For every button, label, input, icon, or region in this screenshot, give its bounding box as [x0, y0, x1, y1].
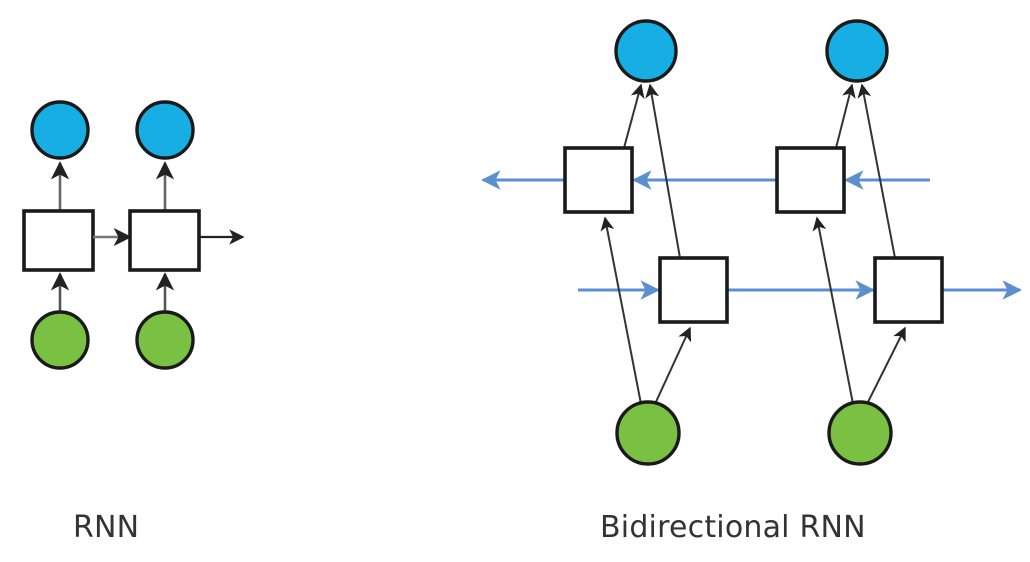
bidirectional-rnn-caption: Bidirectional RNN: [600, 510, 866, 545]
backward-cell-to-output-arrow: [623, 83, 645, 149]
birnn-timestep-1-connections: [812, 83, 906, 405]
output-node: [135, 100, 195, 160]
output-node: [30, 100, 90, 160]
hidden-cell: [128, 209, 201, 272]
forward-hidden-cell: [873, 256, 944, 324]
output-node: [614, 19, 678, 83]
rnn-caption: RNN: [73, 510, 139, 545]
input-node: [827, 400, 893, 466]
input-to-backward-cell-arrow: [812, 216, 854, 405]
birnn-timestep-1: [775, 19, 944, 466]
backward-hidden-cell: [775, 146, 846, 214]
birnn-timestep-0: [563, 19, 729, 466]
input-to-forward-cell-arrow: [654, 326, 692, 405]
hidden-cell: [22, 209, 95, 272]
bidirectional-rnn-diagram: Bidirectional RNN: [481, 19, 1022, 545]
forward-hidden-cell: [658, 256, 729, 324]
rnn-timestep-0: [22, 100, 95, 370]
backward-cell-to-output-arrow: [835, 83, 856, 149]
input-node: [30, 310, 90, 370]
input-to-forward-cell-arrow: [866, 326, 906, 405]
forward-cell-to-output-arrow: [857, 83, 896, 259]
birnn-timestep-0-connections: [600, 83, 692, 405]
input-node: [135, 310, 195, 370]
rnn-diagram: RNN: [22, 100, 245, 545]
forward-cell-to-output-arrow: [645, 83, 681, 259]
backward-hidden-cell: [563, 146, 634, 214]
rnn-timestep-1: [128, 100, 201, 370]
output-node: [825, 19, 889, 83]
input-to-backward-cell-arrow: [600, 216, 642, 405]
input-node: [615, 400, 681, 466]
